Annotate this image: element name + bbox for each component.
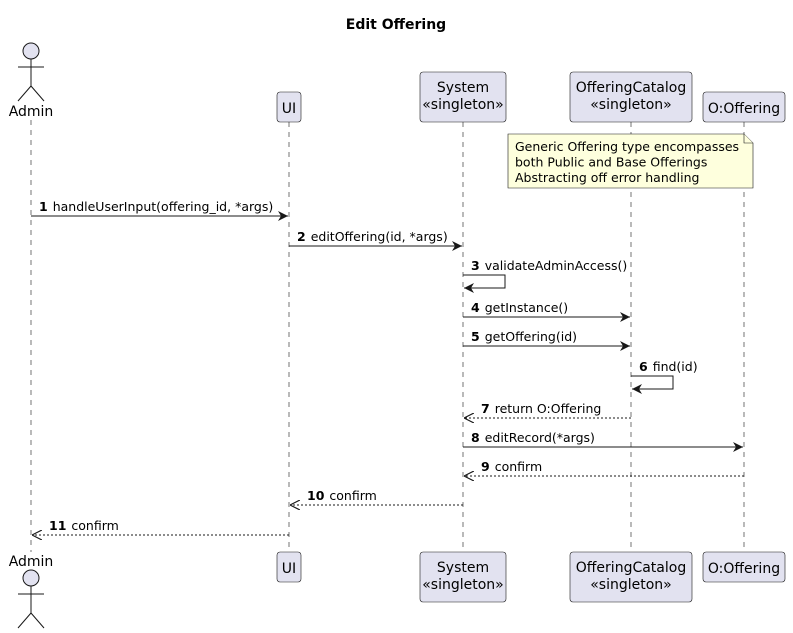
- message-label: 4 getInstance(): [471, 300, 568, 315]
- participants: AdminAdminUIUISystem«singleton»System«si…: [9, 42, 786, 629]
- message-text: confirm: [329, 488, 376, 503]
- message-text: editOffering(id, *args): [311, 229, 448, 244]
- participant-label: «singleton»: [422, 577, 504, 593]
- actor-admin-top: Admin: [9, 42, 54, 120]
- message-number: 1: [39, 199, 48, 214]
- message-number: 5: [471, 329, 480, 344]
- message-text: handleUserInput(offering_id, *args): [53, 199, 274, 214]
- message-number: 10: [307, 488, 325, 503]
- message-text: validateAdminAccess(): [485, 258, 628, 273]
- participant-ui-bottom: UI: [276, 551, 302, 583]
- message-label: 6 find(id): [639, 359, 698, 374]
- self-arrow: [631, 375, 674, 394]
- message-label: 1 handleUserInput(offering_id, *args): [39, 199, 273, 214]
- actor-label: Admin: [9, 104, 54, 120]
- message-6: 6 find(id): [631, 359, 698, 394]
- message-text: return O:Offering: [495, 401, 602, 416]
- participant-label: UI: [282, 101, 296, 117]
- self-arrow: [463, 274, 506, 293]
- messages: 1 handleUserInput(offering_id, *args) 2 edi…: [31, 199, 744, 535]
- participant-label: «singleton»: [590, 577, 672, 593]
- message-8: 8 editRecord(*args): [463, 430, 743, 452]
- participant-system-bottom: System«singleton»: [419, 551, 507, 603]
- message-text: confirm: [71, 518, 118, 533]
- message-number: 9: [481, 459, 490, 474]
- message-label: 8 editRecord(*args): [471, 430, 595, 445]
- note-line: both Public and Base Offerings: [515, 155, 707, 170]
- message-text: confirm: [495, 459, 542, 474]
- message-4: 4 getInstance(): [463, 300, 630, 322]
- participant-label: OfferingCatalog: [576, 560, 686, 576]
- message-5: 5 getOffering(id): [463, 329, 630, 351]
- message-text: getInstance(): [485, 300, 568, 315]
- participant-label: OfferingCatalog: [576, 80, 686, 96]
- note-line: Abstracting off error handling: [515, 170, 700, 185]
- message-label: 5 getOffering(id): [471, 329, 577, 344]
- message-2: 2 editOffering(id, *args): [289, 229, 462, 251]
- participant-label: System: [437, 560, 489, 576]
- lifelines: [30, 120, 745, 552]
- note-line: Generic Offering type encompasses: [515, 139, 739, 154]
- message-number: 3: [471, 258, 480, 273]
- message-label: 9 confirm: [481, 459, 542, 474]
- participant-label: System: [437, 80, 489, 96]
- participant-label: «singleton»: [590, 97, 672, 113]
- participant-label: «singleton»: [422, 97, 504, 113]
- message-label: 2 editOffering(id, *args): [297, 229, 448, 244]
- message-3: 3 validateAdminAccess(): [463, 258, 627, 293]
- message-text: getOffering(id): [485, 329, 577, 344]
- message-1: 1 handleUserInput(offering_id, *args): [31, 199, 288, 221]
- message-11: 11 confirm: [32, 518, 289, 535]
- message-label: 7 return O:Offering: [481, 401, 601, 416]
- participant-system-top: System«singleton»: [419, 71, 507, 123]
- message-number: 2: [297, 229, 306, 244]
- message-text: find(id): [653, 359, 698, 374]
- message-number: 4: [471, 300, 480, 315]
- participant-catalog-bottom: OfferingCatalog«singleton»: [569, 551, 693, 603]
- participant-label: O:Offering: [708, 561, 780, 577]
- participant-offering-bottom: O:Offering: [702, 551, 786, 583]
- participant-offering-top: O:Offering: [702, 91, 786, 123]
- actor-label: Admin: [9, 554, 54, 570]
- participant-label: O:Offering: [708, 101, 780, 117]
- message-label: 10 confirm: [307, 488, 377, 503]
- message-number: 11: [49, 518, 66, 533]
- participant-catalog-top: OfferingCatalog«singleton»: [569, 71, 693, 123]
- message-number: 6: [639, 359, 648, 374]
- message-text: editRecord(*args): [485, 430, 595, 445]
- participant-ui-top: UI: [276, 91, 302, 123]
- message-number: 8: [471, 430, 480, 445]
- message-10: 10 confirm: [290, 488, 463, 505]
- message-number: 7: [481, 401, 490, 416]
- message-label: 11 confirm: [49, 518, 119, 533]
- participant-label: UI: [282, 561, 296, 577]
- actor-admin-bottom: Admin: [9, 554, 54, 629]
- message-7: 7 return O:Offering: [464, 401, 631, 418]
- diagram-title: Edit Offering: [346, 17, 446, 33]
- message-label: 3 validateAdminAccess(): [471, 258, 627, 273]
- message-9: 9 confirm: [464, 459, 744, 476]
